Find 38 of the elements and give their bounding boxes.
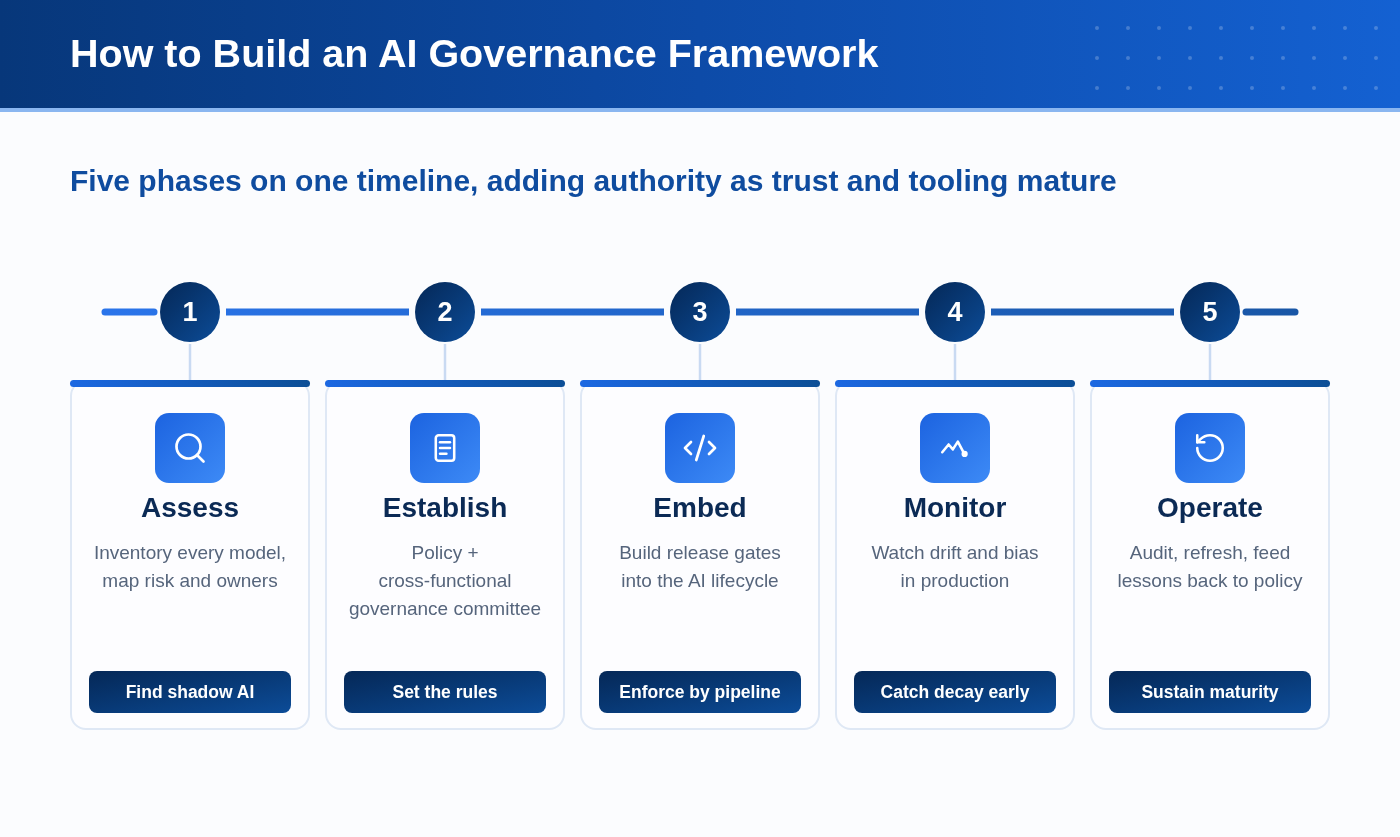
phase-description: Audit, refresh, feed lessons back to policy xyxy=(1116,541,1304,593)
phase-description: Build release gates into the AI lifecycle xyxy=(618,541,782,593)
connector-line xyxy=(698,344,702,380)
phase-card xyxy=(70,380,310,730)
step-marker: 1 xyxy=(160,282,220,342)
connector-line xyxy=(1208,344,1212,380)
step-marker: 2 xyxy=(415,282,475,342)
phase-tag: Catch decay early xyxy=(854,671,1056,713)
phase-card xyxy=(1090,380,1330,730)
connector-line xyxy=(953,344,957,380)
step-marker: 5 xyxy=(1180,282,1240,342)
timeline-line xyxy=(101,308,158,316)
timeline-line xyxy=(991,308,1174,316)
phase-tag: Enforce by pipeline xyxy=(599,671,801,713)
phase-title: Establish xyxy=(382,492,508,524)
title: How to Build an AI Governance Framework xyxy=(70,30,879,76)
phase-tag: Sustain maturity xyxy=(1109,671,1311,713)
phase-title: Monitor xyxy=(903,492,1007,524)
step-marker: 3 xyxy=(670,282,730,342)
phase-tag: Set the rules xyxy=(344,671,546,713)
phase-title: Embed xyxy=(653,492,747,524)
timeline-line xyxy=(1242,308,1299,316)
phase-card xyxy=(835,380,1075,730)
phase-card xyxy=(325,380,565,730)
phase-tag: Find shadow AI xyxy=(89,671,291,713)
timeline-line xyxy=(481,308,664,316)
phase-title: Operate xyxy=(1157,492,1263,524)
timeline-line xyxy=(226,308,409,316)
step-marker: 4 xyxy=(925,282,985,342)
phase-card xyxy=(580,380,820,730)
phase-description: Policy + cross-functional governance committee xyxy=(347,541,543,621)
phase-description: Watch drift and bias in production xyxy=(870,541,1040,593)
timeline-line xyxy=(736,308,919,316)
phase-description: Inventory every model, map risk and owners xyxy=(92,541,288,593)
phase-title: Assess xyxy=(140,492,240,524)
subtitle: Five phases on one timeline, adding authority as trust and tooling mature xyxy=(70,163,1117,199)
connector-line xyxy=(188,344,192,380)
connector-line xyxy=(443,344,447,380)
